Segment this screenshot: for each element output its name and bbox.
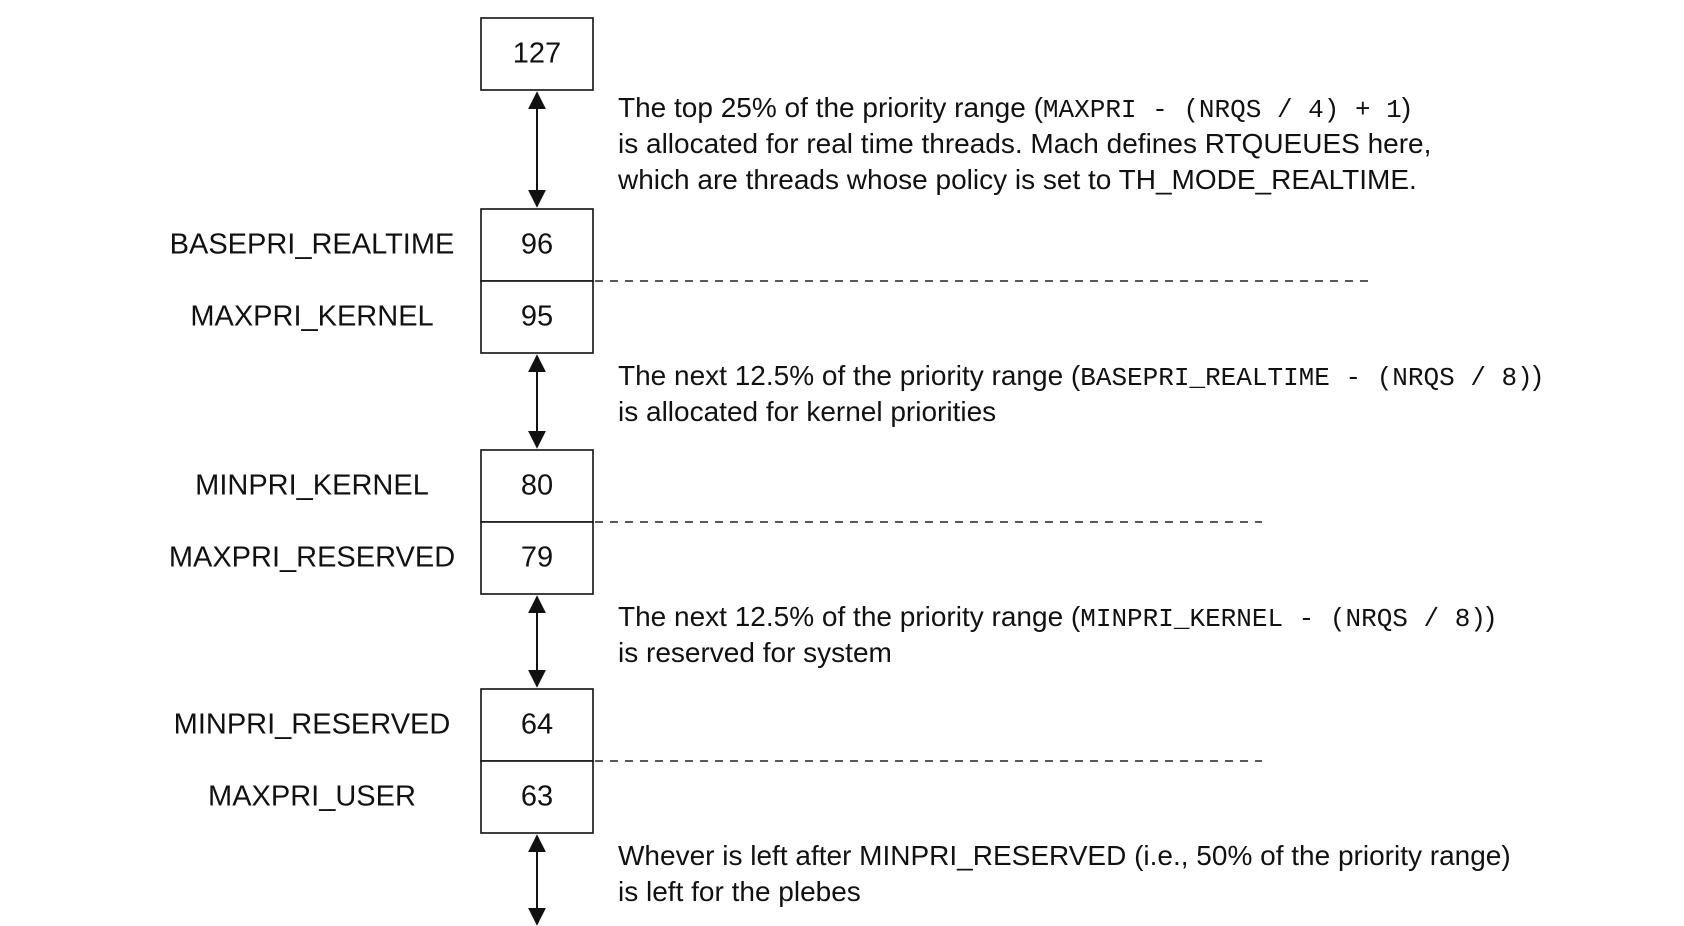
description-line: is allocated for kernel priorities xyxy=(618,396,996,427)
description-text: is allocated for kernel priorities xyxy=(618,396,996,427)
description-user: Whever is left after MINPRI_RESERVED (i.… xyxy=(618,840,1511,907)
priority-box-96 xyxy=(480,208,594,282)
description-text: Whever is left after MINPRI_RESERVED (i.… xyxy=(618,840,1511,871)
priority-value-79: 79 xyxy=(521,542,553,574)
priority-value-80: 80 xyxy=(521,470,553,502)
description-text: The top 25% of the priority range ( xyxy=(618,92,1044,123)
priority-box-63 xyxy=(480,760,594,834)
priority-box-64 xyxy=(480,688,594,762)
priority-value-95: 95 xyxy=(521,301,553,333)
label-maxpri-reserved: MAXPRI_RESERVED xyxy=(169,542,455,574)
description-text: The next 12.5% of the priority range ( xyxy=(618,360,1081,391)
description-text: which are threads whose policy is set to… xyxy=(617,164,1417,195)
priority-value-top: 127 xyxy=(513,38,561,70)
label-maxpri-kernel: MAXPRI_KERNEL xyxy=(190,301,433,333)
code-expression: MINPRI_KERNEL - (NRQS / 8) xyxy=(1080,604,1486,634)
priority-value-96: 96 xyxy=(521,229,553,261)
code-expression: MAXPRI - (NRQS / 4) + 1 xyxy=(1043,95,1402,125)
label-minpri-reserved: MINPRI_RESERVED xyxy=(174,709,451,741)
label-minpri-kernel: MINPRI_KERNEL xyxy=(195,470,429,502)
description-reserved: The next 12.5% of the priority range (MI… xyxy=(618,601,1495,668)
description-line: which are threads whose policy is set to… xyxy=(617,164,1417,195)
code-expression: BASEPRI_REALTIME - (NRQS / 8) xyxy=(1080,363,1532,393)
description-line: is reserved for system xyxy=(618,637,892,668)
description-text: The next 12.5% of the priority range ( xyxy=(618,601,1081,632)
description-text: is left for the plebes xyxy=(618,876,861,907)
description-line: The top 25% of the priority range (MAXPR… xyxy=(618,92,1411,125)
label-basepri-realtime: BASEPRI_REALTIME xyxy=(170,229,455,261)
priority-box-79 xyxy=(480,521,594,595)
priority-value-64: 64 xyxy=(521,709,553,741)
description-line: The next 12.5% of the priority range (BA… xyxy=(618,360,1542,393)
description-text: ) xyxy=(1533,360,1542,391)
priority-box-top xyxy=(480,17,594,91)
description-kernel: The next 12.5% of the priority range (BA… xyxy=(618,360,1542,427)
description-text: is allocated for real time threads. Mach… xyxy=(618,128,1431,159)
label-maxpri-user: MAXPRI_USER xyxy=(208,781,416,813)
description-text: ) xyxy=(1486,601,1495,632)
priority-box-95 xyxy=(480,280,594,354)
description-line: is allocated for real time threads. Mach… xyxy=(618,128,1431,159)
description-text: ) xyxy=(1402,92,1411,123)
description-realtime: The top 25% of the priority range (MAXPR… xyxy=(617,92,1431,195)
description-line: Whever is left after MINPRI_RESERVED (i.… xyxy=(618,840,1511,871)
priority-value-63: 63 xyxy=(521,781,553,813)
description-line: The next 12.5% of the priority range (MI… xyxy=(618,601,1495,634)
priority-box-80 xyxy=(480,449,594,523)
description-line: is left for the plebes xyxy=(618,876,861,907)
description-text: is reserved for system xyxy=(618,637,892,668)
